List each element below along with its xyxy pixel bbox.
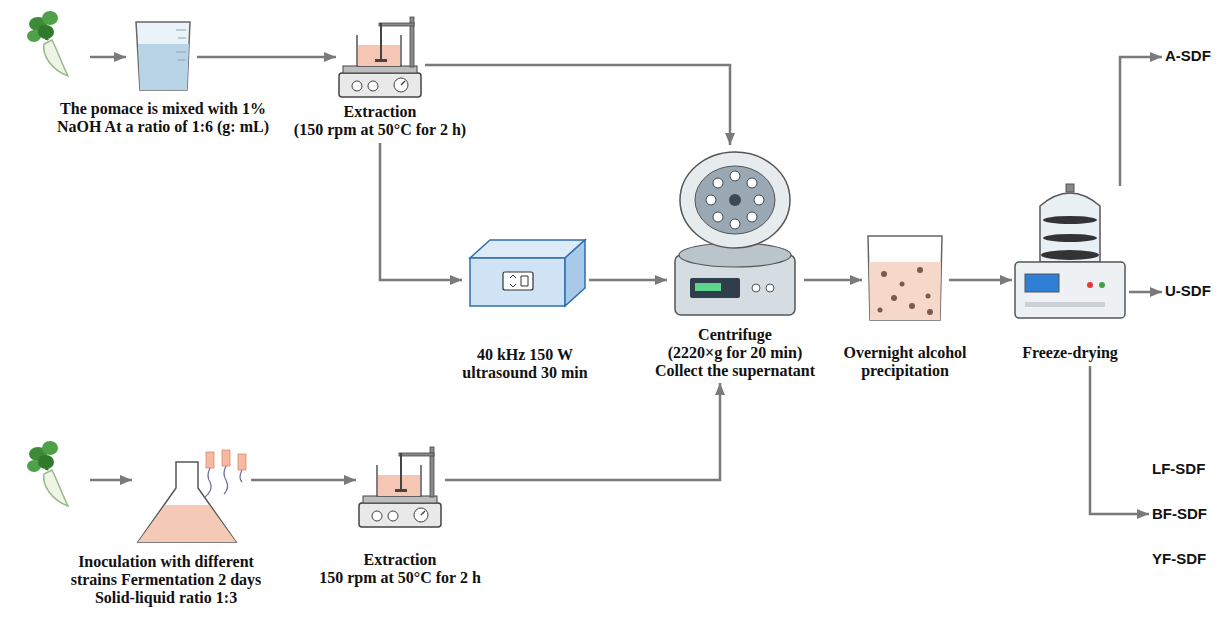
flow-arrow xyxy=(1090,366,1149,514)
precipitate xyxy=(878,267,934,315)
freeze-dryer-body xyxy=(1015,262,1125,318)
process-step: Centrifuge(2220×g for 20 min) Collect th… xyxy=(639,148,832,380)
icon-slot xyxy=(137,450,247,545)
centrifuge-panel xyxy=(695,283,721,291)
pomace-icon xyxy=(27,441,68,506)
flow-arrow xyxy=(197,56,336,59)
product-name: BF-SDF xyxy=(1152,504,1218,524)
beaker-icon xyxy=(868,236,942,320)
ultrasound-bath xyxy=(565,240,585,306)
centrifuge-button xyxy=(752,284,760,292)
dryer-shelf xyxy=(1041,216,1099,260)
flask-icon xyxy=(138,462,236,542)
process-step: Freeze-drying xyxy=(1006,190,1134,362)
freeze-dryer-chamber xyxy=(1040,193,1100,262)
icon-slot xyxy=(670,148,800,318)
flow-arrow xyxy=(251,479,356,482)
beaker-scale xyxy=(176,30,186,60)
dryer-screen xyxy=(1025,274,1059,292)
centrifuge-lid xyxy=(680,152,790,248)
dryer-strip xyxy=(1025,302,1105,307)
process-step: The pomace is mixed with 1% NaOH At a ra… xyxy=(52,20,275,136)
process-step: 40 kHz 150 W ultrasound 30 min xyxy=(451,238,599,382)
product-label: LF-SDF BF-SDF YF-SDF xyxy=(1152,459,1218,569)
flow-arrow xyxy=(589,279,667,282)
step-text: Inoculation with different strains Ferme… xyxy=(59,553,274,607)
flow-arrow xyxy=(804,279,862,282)
process-step: Extraction(150 rpm at 50°C for 2 h) xyxy=(276,15,484,139)
beaker-icon xyxy=(136,22,190,90)
dryer-light xyxy=(1087,282,1093,288)
step-text: Extraction xyxy=(280,103,480,121)
centrifuge-panel xyxy=(690,278,740,298)
process-step: Inoculation with different strains Ferme… xyxy=(55,450,278,607)
product-name: A-SDF xyxy=(1165,46,1221,66)
centrifuge-rotor xyxy=(695,166,775,234)
flow-arrow xyxy=(1120,57,1162,186)
flow-arrow xyxy=(90,56,126,59)
icon-slot xyxy=(465,238,585,308)
stirrer-icon xyxy=(339,17,421,97)
beaker-liquid xyxy=(869,262,941,320)
step-text: (2220×g for 20 min) Collect the supernat… xyxy=(643,344,828,380)
product-name: YF-SDF xyxy=(1152,549,1218,569)
bath-display xyxy=(503,272,533,290)
product-label: U-SDF xyxy=(1165,281,1221,301)
step-text: Extraction xyxy=(305,551,495,569)
product-name: U-SDF xyxy=(1165,281,1221,301)
centrifuge-rotor xyxy=(706,171,764,229)
ultrasound-bath xyxy=(470,258,565,306)
process-step: Overnight alcohol precipitation xyxy=(831,232,979,380)
step-text: 150 rpm at 50°C for 2 h xyxy=(305,569,495,587)
step-text: The pomace is mixed with 1% NaOH At a ra… xyxy=(56,100,271,136)
step-text: Freeze-drying xyxy=(1010,344,1130,362)
product-label: A-SDF xyxy=(1165,46,1221,66)
step-text: Centrifuge xyxy=(643,326,828,344)
flow-arrow xyxy=(445,383,720,480)
dryer-light xyxy=(1099,282,1105,288)
icon-slot xyxy=(133,20,193,92)
flow-arrow xyxy=(1129,291,1162,294)
icon-slot xyxy=(339,15,421,97)
pomace-icon xyxy=(27,11,68,76)
icon-slot xyxy=(359,445,441,527)
centrifuge-rotor xyxy=(729,194,741,206)
flow-arrow xyxy=(90,479,132,482)
product-name: LF-SDF xyxy=(1152,459,1218,479)
freeze-dryer-chamber xyxy=(1066,184,1074,192)
flask-liquid xyxy=(138,505,236,542)
stirrer-icon xyxy=(359,447,441,527)
bath-display xyxy=(510,275,528,287)
flow-arrow xyxy=(380,143,462,280)
step-text: Overnight alcohol precipitation xyxy=(835,344,975,380)
strain-line xyxy=(204,466,242,498)
step-text: 40 kHz 150 W ultrasound 30 min xyxy=(455,346,595,382)
process-step: Extraction150 rpm at 50°C for 2 h xyxy=(301,445,499,587)
icon-slot xyxy=(1015,190,1125,320)
centrifuge-button xyxy=(766,284,774,292)
flow-arrow xyxy=(949,279,1012,282)
step-text: (150 rpm at 50°C for 2 h) xyxy=(280,121,480,139)
beaker-liquid xyxy=(138,44,189,90)
icon-slot xyxy=(865,232,945,322)
flow-arrow xyxy=(425,65,730,145)
